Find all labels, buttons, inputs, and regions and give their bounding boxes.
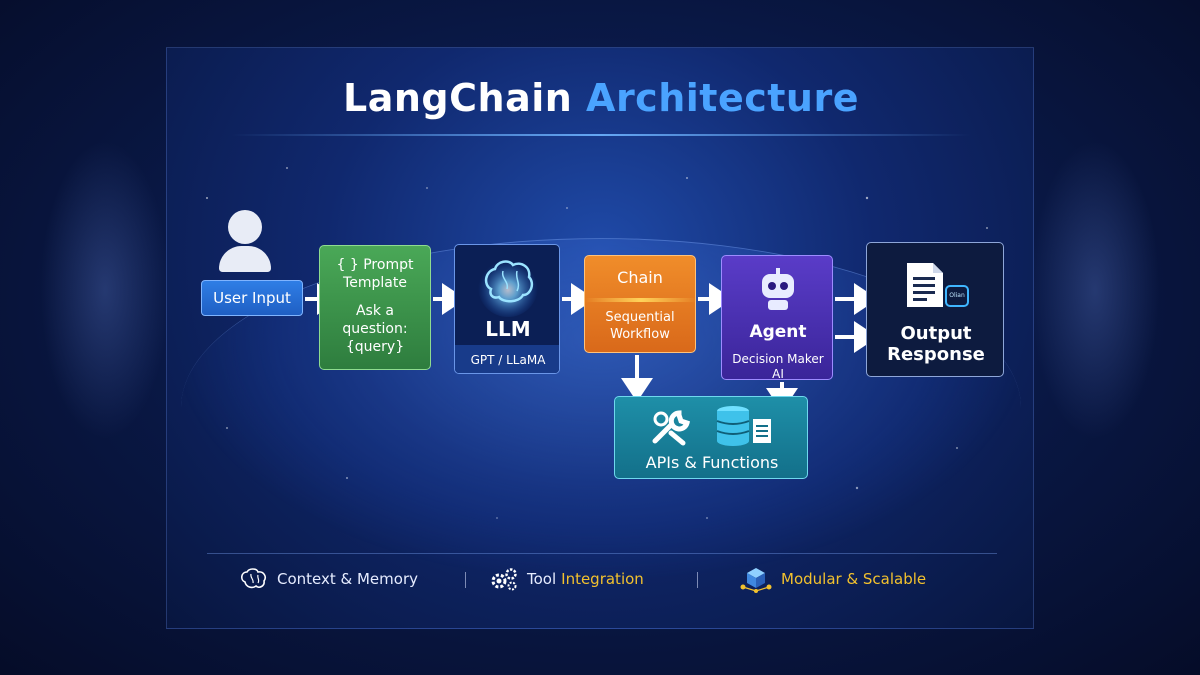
prompt-template-node: { } Prompt Template Ask a question: {que… [319,245,431,370]
diagram-card: LangChain Architecture User Input { } Pr… [166,47,1034,629]
prompt-body: Ask a question: {query} [342,303,408,355]
background-glow-left [40,140,170,440]
footer-separator [697,572,698,588]
apis-functions-node: APIs & Functions [614,396,808,479]
footer-divider [207,553,997,554]
cubes-icon [740,568,772,593]
output-response-node: Olian Output Response [866,242,1004,377]
document-icon [907,263,943,307]
chat-badge-icon: Olian [945,285,969,307]
feature-context-memory: Context & Memory [239,564,418,594]
brain-icon [478,257,538,317]
background-glow-right [1030,140,1160,440]
apis-title: APIs & Functions [645,453,779,472]
llm-node: LLM GPT / LLaMA [454,244,560,374]
output-title: Output Response [887,323,985,365]
database-icon [716,406,771,446]
brain-outline-icon [241,568,266,589]
agent-title: Agent [749,322,807,342]
page-title: LangChain Architecture [343,76,859,120]
chain-body: Sequential Workflow [605,310,675,342]
chain-node: Chain Sequential Workflow [584,255,697,353]
title-underline [231,134,971,136]
feature-modular-scalable: Modular & Scalable [739,564,926,594]
llm-subtitle: GPT / LLaMA [455,345,559,373]
user-input-node: User Input [201,280,303,316]
user-icon [228,210,262,244]
footer-separator [465,572,466,588]
chain-glow-line [585,298,697,302]
chain-title: Chain [617,268,663,287]
gears-icon [491,568,517,591]
wrench-icon [652,410,691,446]
agent-node: Agent Decision Maker AI [721,255,833,381]
agent-body: Decision Maker AI [732,352,824,381]
llm-title: LLM [485,317,531,341]
user-icon-body [219,246,271,272]
prompt-title: { } Prompt Template [336,257,414,291]
robot-icon [762,268,794,310]
